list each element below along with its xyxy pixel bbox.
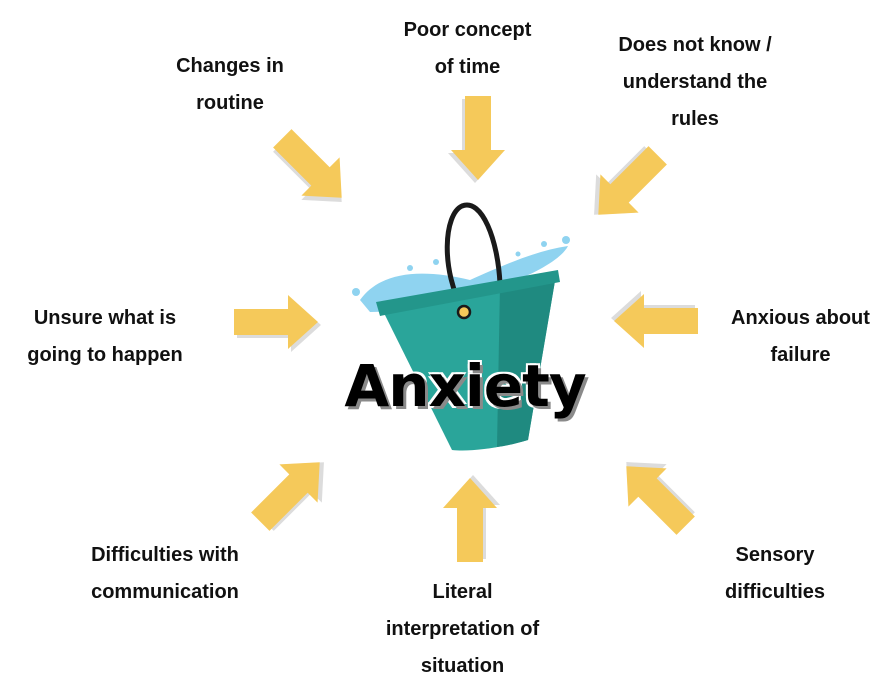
arrow-routine: [263, 119, 361, 222]
arrow-communication: [241, 443, 344, 541]
label-sensory-difficulties: Sensory difficulties: [724, 544, 825, 603]
label-unsure-what-is-going-to-happen: Unsure what is going to happen: [27, 307, 183, 366]
arrow-unsure: [234, 295, 321, 352]
arrow-time: [448, 96, 505, 183]
label-difficulties-with-communication: Difficulties with communication: [91, 544, 239, 603]
center-title-anxiety: Anxiety: [344, 352, 586, 420]
label-does-not-know-rules: Does not know / understand the rules: [618, 34, 772, 130]
arrow-literal: [443, 475, 500, 562]
label-anxious-about-failure: Anxious about failure: [731, 307, 870, 366]
bucket-icon: [352, 202, 570, 451]
arrow-rules: [574, 136, 677, 234]
arrow-sensory: [607, 442, 705, 545]
label-poor-concept-of-time: Poor concept of time: [403, 19, 532, 78]
label-changes-in-routine: Changes in routine: [176, 55, 284, 114]
label-literal-interpretation: Literal interpretation of situation: [385, 581, 540, 677]
arrow-failure: [611, 291, 698, 348]
